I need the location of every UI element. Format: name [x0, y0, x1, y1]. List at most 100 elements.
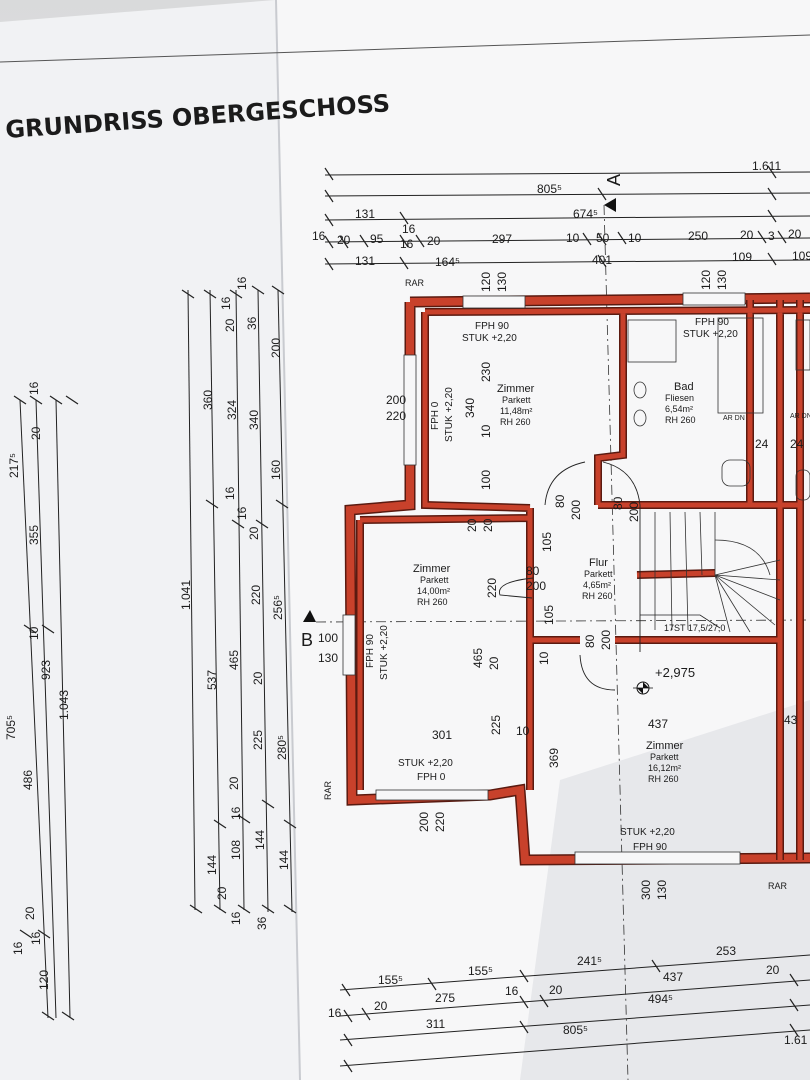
ldim-923: 923 [39, 660, 53, 680]
bdim-311: 311 [426, 1017, 445, 1031]
room-name: Flur [589, 557, 608, 569]
idim-220a: 220 [386, 409, 406, 423]
ldim-340: 340 [247, 410, 261, 430]
ldim-144b: 144 [253, 830, 267, 850]
ldim-36a: 36 [245, 316, 259, 330]
room-name: Zimmer [646, 740, 684, 752]
bdim-437: 437 [663, 970, 683, 984]
dim-131b: 131 [355, 254, 375, 268]
section-b-label: B [301, 630, 313, 650]
idim-20c: 20 [487, 656, 501, 670]
ldim-144a: 144 [205, 855, 219, 875]
room-bad: Bad Fliesen 6,54m² RH 260 [665, 381, 696, 425]
room-floor: Parkett [650, 752, 679, 762]
dim-20c: 20 [740, 228, 754, 242]
room-floor: Parkett [502, 395, 531, 405]
room-floor: Parkett [420, 575, 449, 585]
window-4-stuk: STUK +2,20 [379, 625, 390, 680]
ldim-705: 705⁵ [4, 715, 18, 740]
window-3-stuk: STUK +2,20 [444, 387, 455, 442]
ldim-20a: 20 [23, 906, 37, 920]
room-floor: Fliesen [665, 393, 694, 403]
ldim-220: 220 [249, 585, 263, 605]
dim-1611: 1.611 [752, 159, 781, 173]
idim-130c: 130 [655, 880, 669, 900]
idim-43: 43 [784, 713, 798, 727]
idim-80b: 80 [611, 496, 625, 510]
bdim-253: 253 [716, 944, 736, 958]
idim-105b: 105 [542, 605, 556, 625]
ldim-36b: 36 [255, 916, 269, 930]
ldim-16c: 16 [29, 931, 43, 945]
bdim-20a: 20 [374, 999, 388, 1013]
idim-369: 369 [547, 748, 561, 768]
bdim-241: 241⁵ [577, 954, 602, 968]
room-area: 11,48m² [500, 406, 532, 416]
section-a-arrow [604, 198, 616, 212]
idim-200c: 200 [627, 502, 641, 522]
ldim-200: 200 [269, 338, 283, 358]
idim-200d: 200 [526, 579, 546, 593]
stairs-label: 17ST 17,5/27,0 [664, 623, 725, 633]
dim-16a: 16 [402, 222, 416, 236]
ldim-20b: 20 [29, 426, 43, 440]
bdim-1611: 1.61 [784, 1033, 808, 1047]
room-floor: Parkett [584, 569, 613, 579]
dim-10b: 10 [628, 231, 642, 245]
idim-130d: 130 [318, 651, 338, 665]
ldim-355: 355 [27, 525, 41, 545]
ldim-16d: 16 [219, 296, 233, 310]
room-zimmer-3: Zimmer Parkett 16,12m² RH 260 [646, 740, 684, 784]
bottom-dimension-chain [339, 954, 810, 1067]
ldim-20e: 20 [227, 776, 241, 790]
bdim-16a: 16 [328, 1006, 342, 1020]
bdim-494: 494⁵ [648, 992, 673, 1006]
ldim-280: 280⁵ [275, 735, 289, 760]
idim-230: 230 [479, 362, 493, 382]
idim-10c: 10 [537, 651, 551, 665]
ldim-360: 360 [201, 390, 215, 410]
window-3-fph: FPH 0 [430, 401, 441, 430]
ldim-108: 108 [229, 840, 243, 860]
bdim-155a: 155⁵ [378, 973, 403, 987]
window-5-stuk: STUK +2,20 [398, 758, 453, 769]
bdim-805: 805⁵ [563, 1023, 588, 1037]
ldim-1043: 1.043 [57, 690, 71, 720]
idim-120a: 120 [479, 272, 493, 292]
room-height: RH 260 [582, 591, 613, 601]
rar-label-3: RAR [768, 881, 788, 891]
room-area: 6,54m² [665, 404, 693, 414]
dim-109b: 109 [792, 249, 810, 263]
left-dim-ticks [13, 285, 297, 1021]
room-zimmer-2: Zimmer Parkett 14,00m² RH 260 [413, 563, 451, 607]
room-height: RH 260 [500, 417, 531, 427]
idim-437: 437 [648, 717, 668, 731]
idim-200f: 200 [417, 812, 431, 832]
window-1-stuk: STUK +2,20 [462, 333, 517, 344]
dim-250: 250 [688, 229, 708, 243]
ldim-20c: 20 [215, 886, 229, 900]
section-a-line [603, 204, 629, 1080]
window-2-fph: FPH 90 [695, 317, 729, 328]
ldim-16e: 16 [223, 486, 237, 500]
room-area: 4,65m² [583, 580, 611, 590]
paper-fold [275, 0, 301, 1080]
room-height: RH 260 [417, 597, 448, 607]
idim-465: 465 [471, 648, 485, 668]
left-dimension-chain [19, 289, 293, 1019]
room-height: RH 260 [648, 774, 679, 784]
dim-674: 674⁵ [573, 207, 598, 221]
dim-3: 3 [768, 229, 775, 243]
ar-label-2: AR DN [790, 413, 810, 420]
dim-131a: 131 [355, 207, 375, 221]
top-dim-ticks [324, 165, 787, 271]
left-dim-labels: 217⁵ 705⁵ 16 355 486 20 16 20 16 10 923 … [4, 276, 291, 990]
section-b-line [315, 619, 810, 623]
idim-340: 340 [463, 398, 477, 418]
paper-left-panel [0, 0, 300, 1080]
stairs [640, 511, 781, 633]
window-5-fph: FPH 0 [417, 772, 446, 783]
ldim-16a: 16 [11, 941, 25, 955]
ldim-120: 120 [37, 970, 51, 990]
